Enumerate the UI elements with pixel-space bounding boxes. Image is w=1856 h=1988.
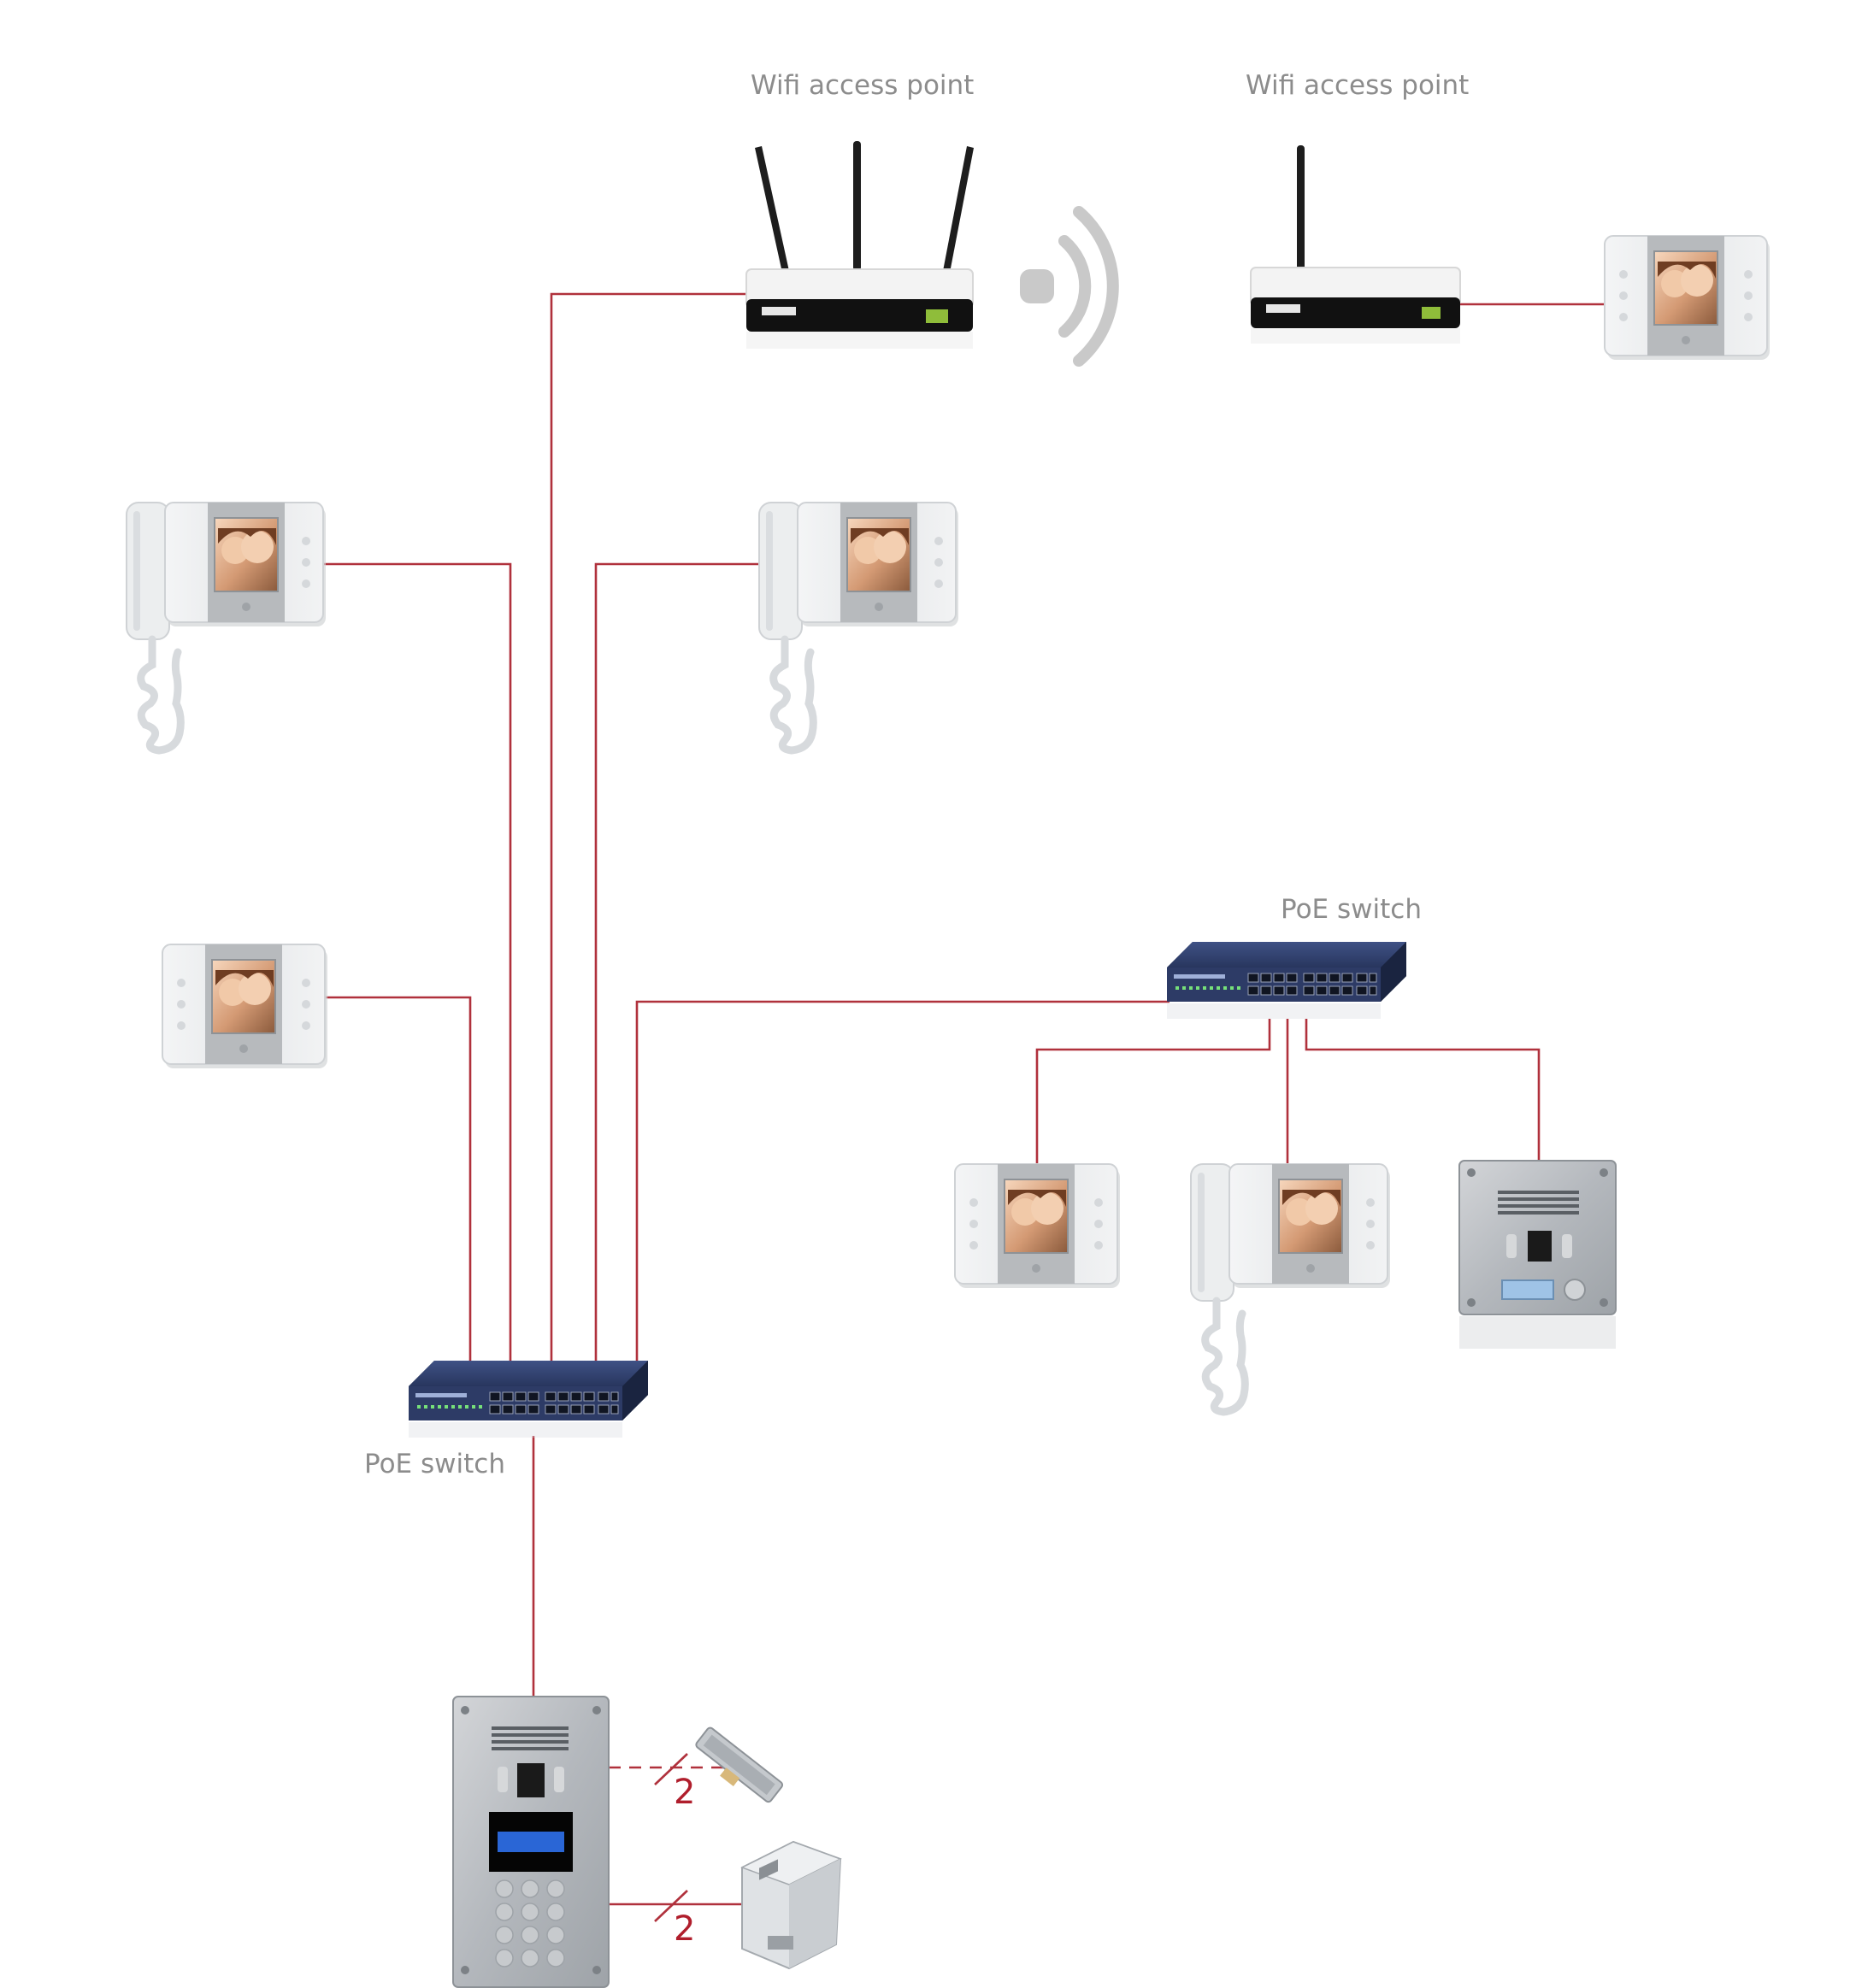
wire-phone-a-to-switch (323, 562, 512, 1367)
video-monitor-icon (162, 944, 328, 1069)
wire-count-power: 2 (674, 1909, 695, 1949)
poe-switch-icon (1166, 941, 1407, 1020)
wire-phone-b-to-switch (594, 562, 761, 1373)
video-monitor-icon (954, 1163, 1121, 1289)
wires (323, 292, 1607, 1922)
keypad-entry-panel-icon (452, 1696, 610, 1988)
handset-monitor-icon (127, 503, 326, 750)
video-monitor-icon (1604, 235, 1771, 361)
wire-monitor-to-switch (325, 996, 472, 1367)
label-wifi-ap-1: Wifi access point (751, 70, 974, 101)
label-wifi-ap-2: Wifi access point (1246, 70, 1469, 101)
wire-remote-to-monitor (1035, 1019, 1271, 1164)
label-poe-switch-remote: PoE switch (1281, 894, 1422, 925)
label-poe-switch-main: PoE switch (364, 1449, 505, 1479)
wire-count-tick-lock (654, 1753, 688, 1785)
wifi-router-icon (745, 141, 974, 349)
door-entry-panel-icon (1458, 1160, 1617, 1349)
handset-monitor-icon (1191, 1164, 1390, 1412)
wire-router-to-switch (550, 292, 746, 1373)
wire-switch-to-remote-switch (635, 1000, 1170, 1373)
wifi-router-icon (1250, 145, 1461, 344)
handset-monitor-icon (759, 503, 958, 750)
wire-remote-to-door-panel (1305, 1019, 1541, 1164)
electric-lock-icon (695, 1726, 784, 1803)
poe-switch-icon (408, 1360, 649, 1438)
power-supply-icon (740, 1840, 842, 1970)
wire-count-lock: 2 (674, 1773, 695, 1812)
wire-count-tick-power (654, 1890, 688, 1922)
wifi-signal-icon (1020, 206, 1119, 367)
